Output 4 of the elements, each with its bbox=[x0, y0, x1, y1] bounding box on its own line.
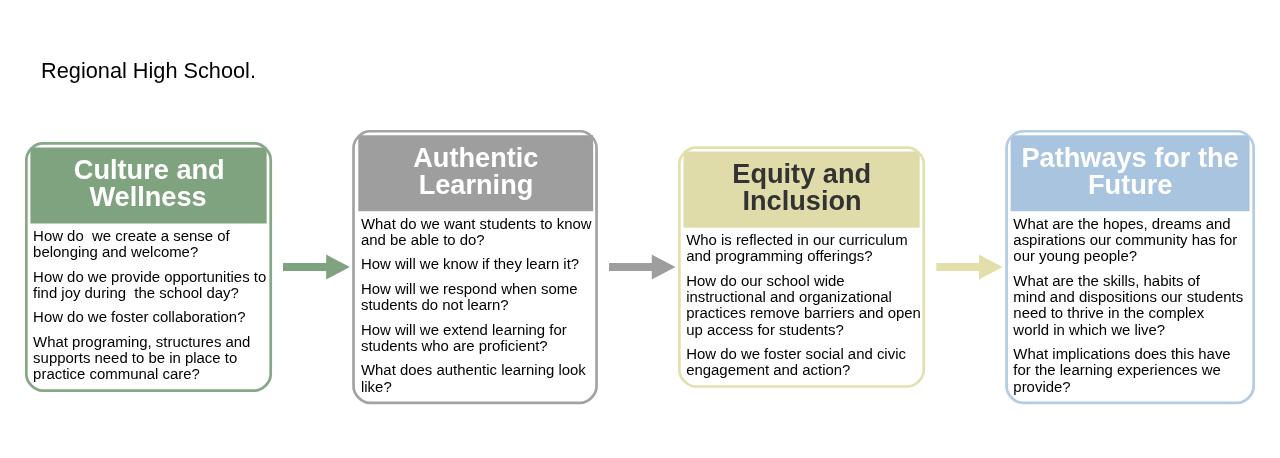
arrow bbox=[283, 254, 350, 280]
label: Regional High School. bbox=[41, 58, 256, 84]
arrow bbox=[609, 254, 676, 280]
arrow bbox=[936, 254, 1003, 280]
